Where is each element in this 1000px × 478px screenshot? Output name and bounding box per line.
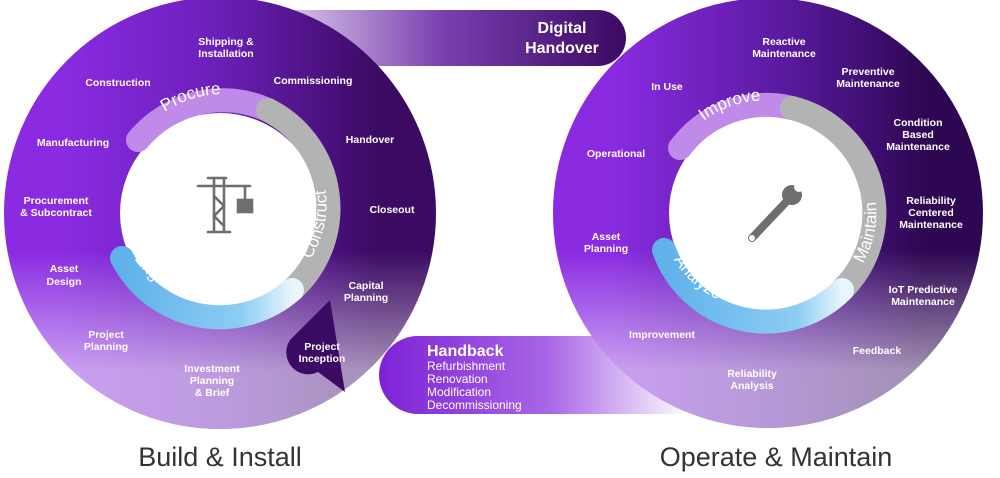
operate-maintain-cycle: Improve Maintain Analyze Reactive Mainte… <box>553 0 983 428</box>
stage-project-planning-line1: Project <box>88 329 124 341</box>
stage-procurement-line2: & Subcontract <box>20 207 92 219</box>
phase-segment-improve <box>668 92 804 160</box>
stage-investment-line3: & Brief <box>195 387 230 399</box>
stage-in-use: In Use <box>651 81 683 93</box>
stage-investment-line2: Planning <box>190 375 234 387</box>
stage-construction: Construction <box>85 77 150 89</box>
stage-investment-line1: Investment <box>184 363 240 375</box>
phase-segment-maintain <box>780 96 887 302</box>
operate-maintain-caption: Operate & Maintain <box>660 442 893 472</box>
stage-condition-based-line3: Maintenance <box>886 141 950 153</box>
stage-iot-predictive-line1: IoT Predictive <box>889 284 958 296</box>
stage-reliability-analysis-line1: Reliability <box>727 368 777 380</box>
stage-closeout: Closeout <box>370 204 415 216</box>
stage-reliability-centered-line3: Maintenance <box>899 219 963 231</box>
stage-reliability-centered-line2: Centered <box>908 207 954 219</box>
wrench-icon <box>748 182 804 242</box>
stage-project-inception-line1: Project <box>304 341 340 353</box>
stage-reactive-maintenance-line2: Maintenance <box>752 48 816 60</box>
stage-reliability-centered-line1: Reliability <box>906 195 956 207</box>
build-install-caption: Build & Install <box>138 442 302 472</box>
stage-shipping-installation-line1: Shipping & <box>198 36 254 48</box>
stage-operational: Operational <box>587 148 645 160</box>
phase-segment-engineer <box>110 246 304 330</box>
left-dark-tail <box>286 300 345 392</box>
stage-condition-based-line2: Based <box>902 129 934 141</box>
stage-asset-design-line2: Design <box>46 276 81 288</box>
stage-asset-design-line1: Asset <box>50 263 79 275</box>
stage-reliability-analysis-line2: Analysis <box>730 380 773 392</box>
handback-item: Modification <box>427 385 491 399</box>
stage-condition-based-line1: Condition <box>894 117 943 129</box>
stage-capital-planning-line2: Planning <box>344 292 388 304</box>
stage-asset-planning-line2: Planning <box>584 243 628 255</box>
handback-item: Renovation <box>427 372 488 386</box>
stage-asset-planning-line1: Asset <box>592 231 621 243</box>
stage-feedback: Feedback <box>853 345 902 357</box>
left-outer-ring-fade <box>4 0 436 429</box>
stage-handover: Handover <box>346 134 394 146</box>
stage-procurement-line1: Procurement <box>24 195 89 207</box>
stage-iot-predictive-line2: Maintenance <box>891 296 955 308</box>
crane-icon <box>196 176 254 234</box>
stage-manufacturing: Manufacturing <box>37 137 109 149</box>
digital-handover-line1: Digital <box>538 20 587 37</box>
stage-commissioning: Commissioning <box>274 75 353 87</box>
stage-preventive-maintenance-line2: Maintenance <box>836 78 900 90</box>
stage-preventive-maintenance-line1: Preventive <box>841 66 894 78</box>
stage-improvement: Improvement <box>629 329 695 341</box>
stage-shipping-installation-line2: Installation <box>198 48 253 60</box>
digital-handover-line2: Handover <box>525 40 599 57</box>
phase-segment-analyze <box>652 238 854 334</box>
stage-reactive-maintenance-line1: Reactive <box>762 36 805 48</box>
stage-project-planning-line2: Planning <box>84 341 128 353</box>
left-inner-disc <box>140 133 300 293</box>
build-install-cycle: Procure Construct Engineer Shipping & In… <box>4 0 436 429</box>
handback-title: Handback <box>427 343 504 360</box>
phase-segment-procure <box>126 88 280 152</box>
handback-item: Refurbishment <box>427 359 506 373</box>
stage-project-inception-line2: Inception <box>299 353 346 365</box>
right-outer-ring-fade <box>553 0 983 428</box>
stage-capital-planning-line1: Capital <box>348 280 383 292</box>
right-inner-disc <box>690 135 846 291</box>
handback-item: Decommissioning <box>427 398 522 412</box>
phase-segment-construct <box>256 98 341 302</box>
